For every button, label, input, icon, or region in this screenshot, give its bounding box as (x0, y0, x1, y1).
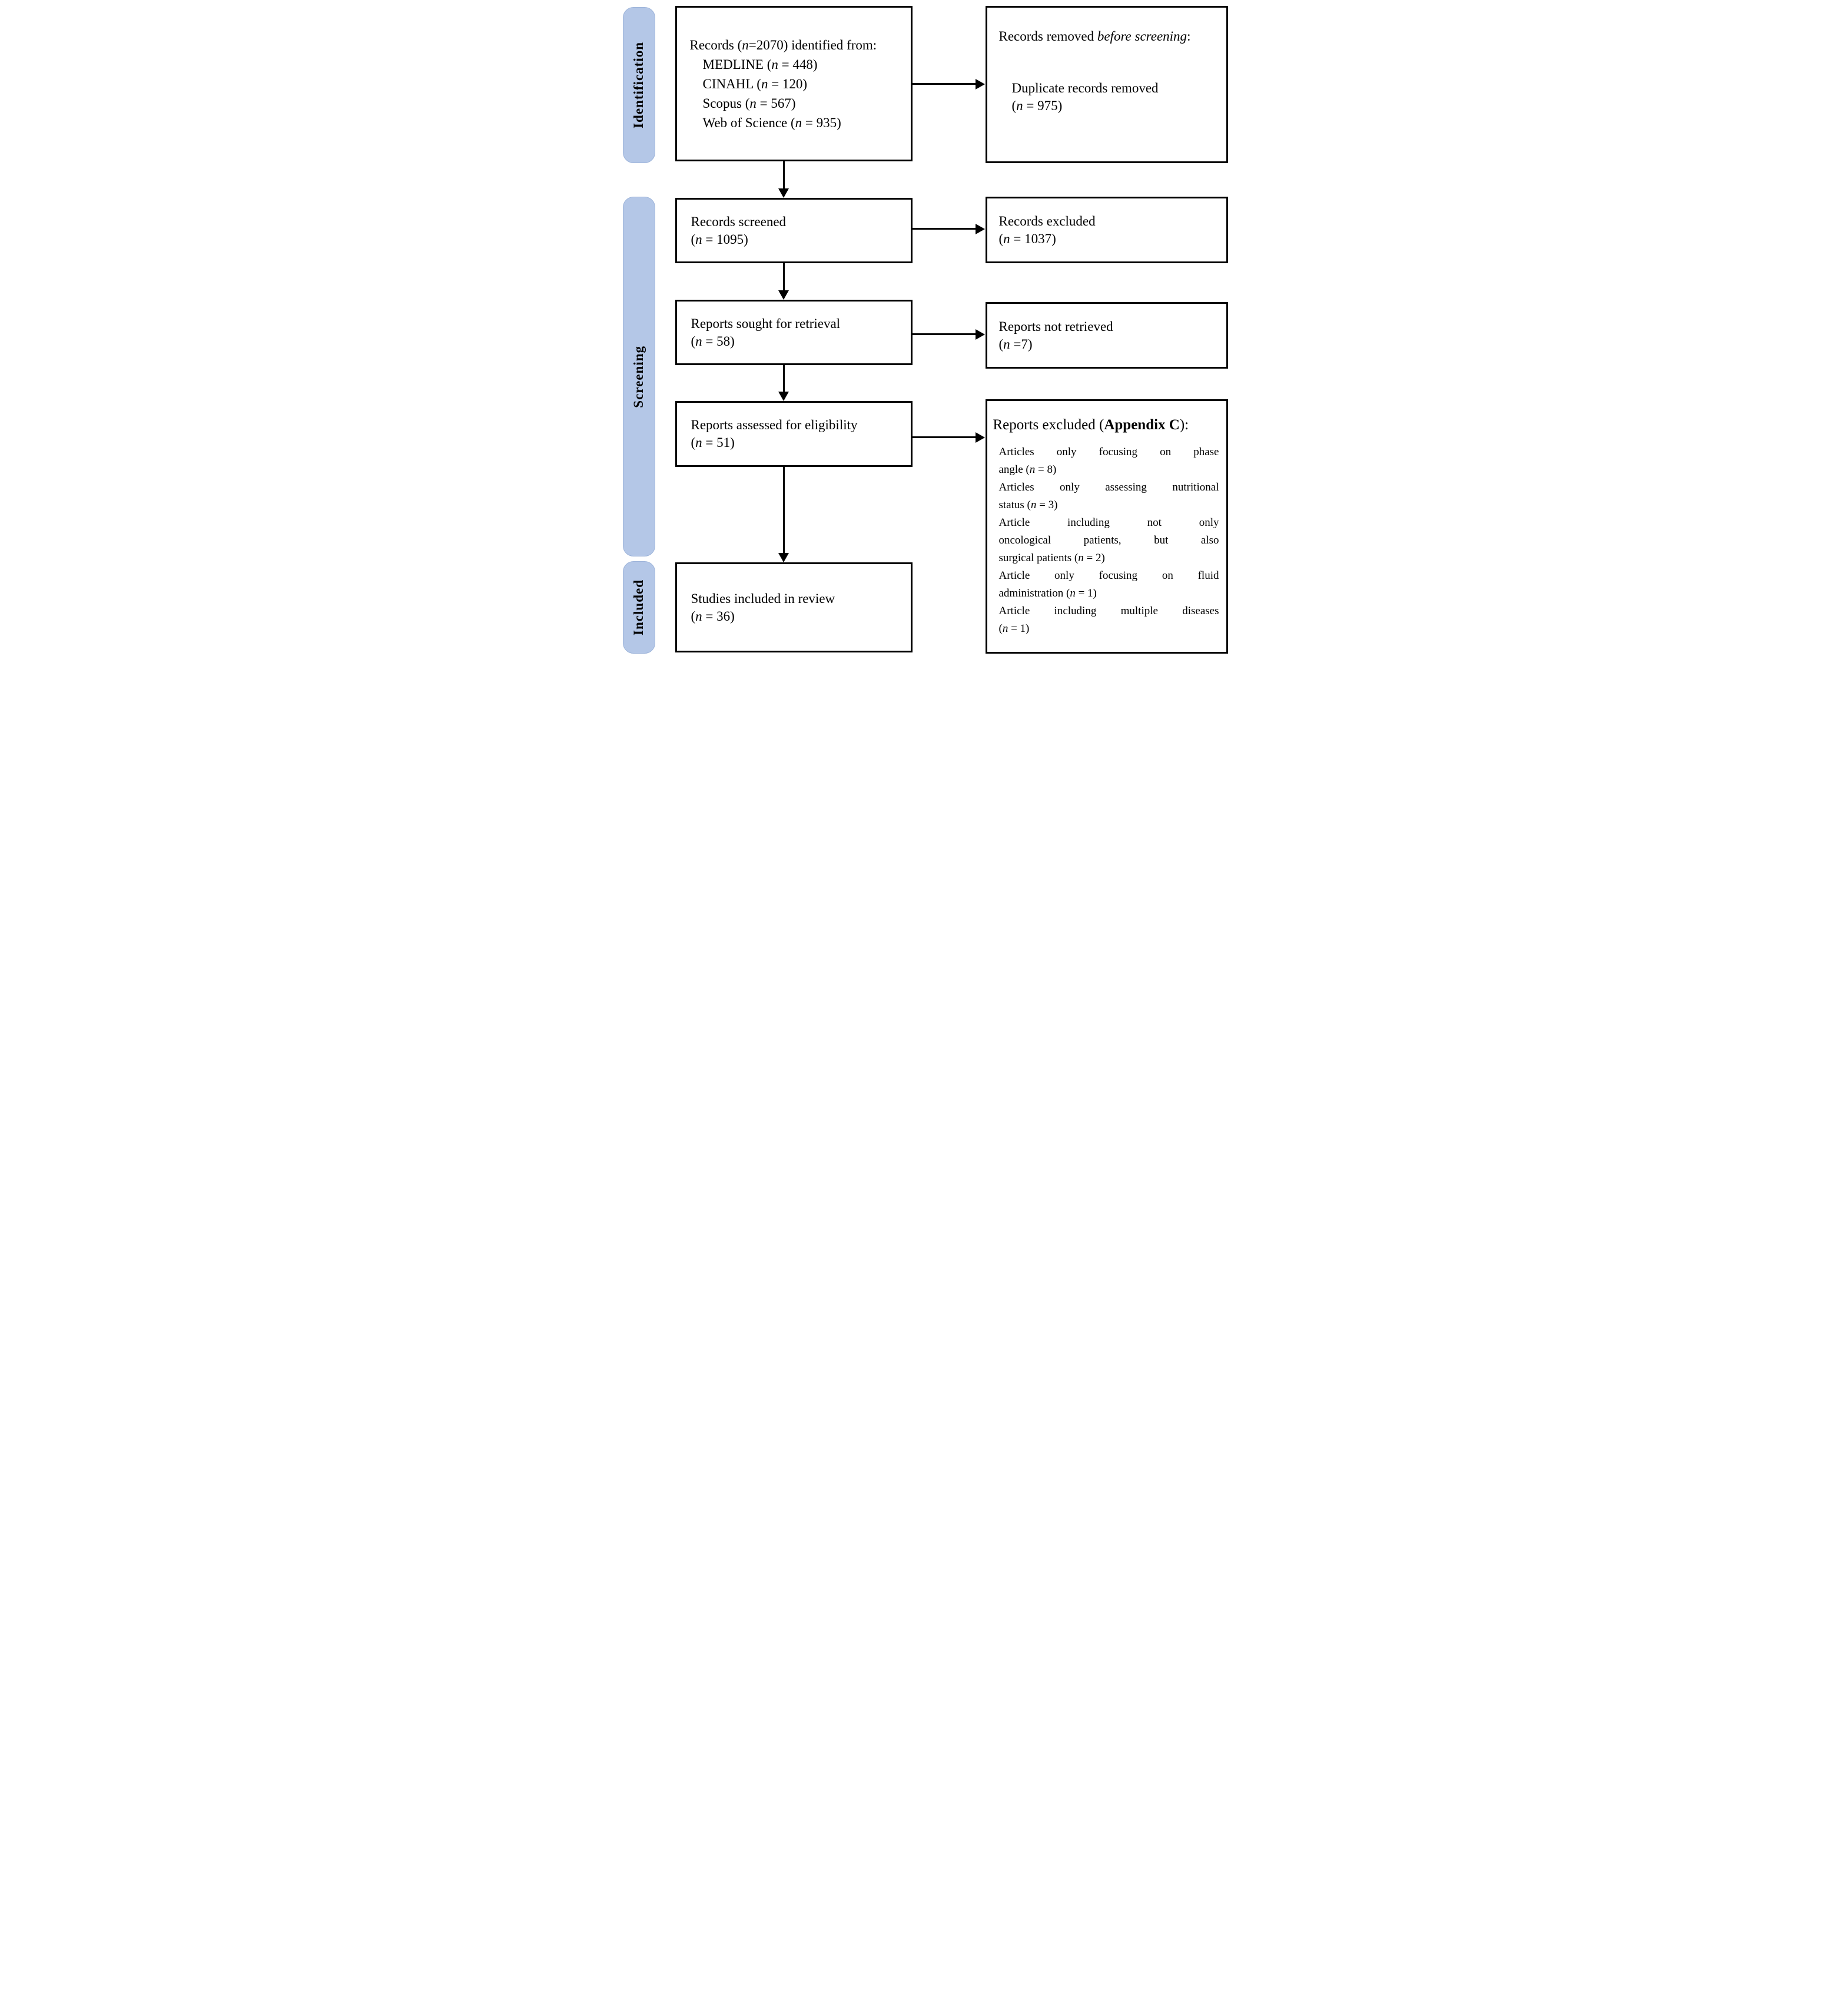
stage-bar-screening: Screening (622, 197, 655, 556)
box-records-removed-text: Records removed before screening:Duplica… (998, 29, 1191, 113)
box-records-identified-text: Records (n=2070) identified from:MEDLINE… (689, 37, 877, 130)
box-records-removed-before-screening: Records removed before screening:Duplica… (985, 6, 1228, 163)
arrowhead-right-icon (975, 79, 985, 90)
box-records-excluded-text: Records excluded(n = 1037) (998, 213, 1096, 246)
arrow-shaft (912, 228, 976, 230)
box-records-excluded: Records excluded(n = 1037) (985, 197, 1228, 263)
arrow-shaft (782, 263, 785, 291)
stage-label-screening: Screening (631, 345, 646, 408)
arrowhead-down-icon (778, 188, 789, 198)
box-studies-included-in-review: Studies included in review(n = 36) (675, 562, 913, 652)
box-records-screened-text: Records screened(n = 1095) (691, 214, 787, 247)
stage-bar-included: Included (622, 561, 655, 654)
arrow-shaft (782, 161, 785, 189)
arrowhead-down-icon (778, 290, 789, 300)
box-studies-included-text: Studies included in review(n = 36) (691, 591, 835, 624)
arrowhead-down-icon (778, 392, 789, 401)
box-records-identified: Records (n=2070) identified from:MEDLINE… (675, 6, 913, 161)
box-reports-not-retrieved: Reports not retrieved(n =7) (985, 302, 1228, 369)
stage-bar-identification: Identification (622, 7, 655, 163)
box-reports-sought-text: Reports sought for retrieval(n = 58) (691, 316, 841, 349)
box-reports-excluded-text: Reports excluded (Appendix C):Articles o… (993, 417, 1219, 635)
arrowhead-right-icon (975, 224, 985, 234)
box-reports-excluded-appendix-c: Reports excluded (Appendix C):Articles o… (985, 399, 1228, 654)
arrow-shaft (782, 365, 785, 392)
box-reports-sought-for-retrieval: Reports sought for retrieval(n = 58) (675, 300, 913, 365)
arrowhead-down-icon (778, 553, 789, 562)
box-reports-not-retrieved-text: Reports not retrieved(n =7) (998, 319, 1113, 352)
arrow-shaft (912, 436, 976, 438)
stage-label-included: Included (631, 579, 646, 635)
arrow-shaft (912, 333, 976, 335)
arrowhead-right-icon (975, 329, 985, 340)
arrow-shaft (782, 467, 785, 554)
box-reports-assessed-for-eligibility: Reports assessed for eligibility (n = 51… (675, 401, 913, 467)
prisma-flow-diagram: Identification Screening Included Record… (616, 0, 1232, 666)
arrow-shaft (912, 83, 976, 85)
arrowhead-right-icon (975, 432, 985, 443)
box-records-screened: Records screened(n = 1095) (675, 198, 913, 263)
stage-label-identification: Identification (631, 42, 646, 128)
box-reports-assessed-text: Reports assessed for eligibility (n = 51… (691, 418, 858, 450)
